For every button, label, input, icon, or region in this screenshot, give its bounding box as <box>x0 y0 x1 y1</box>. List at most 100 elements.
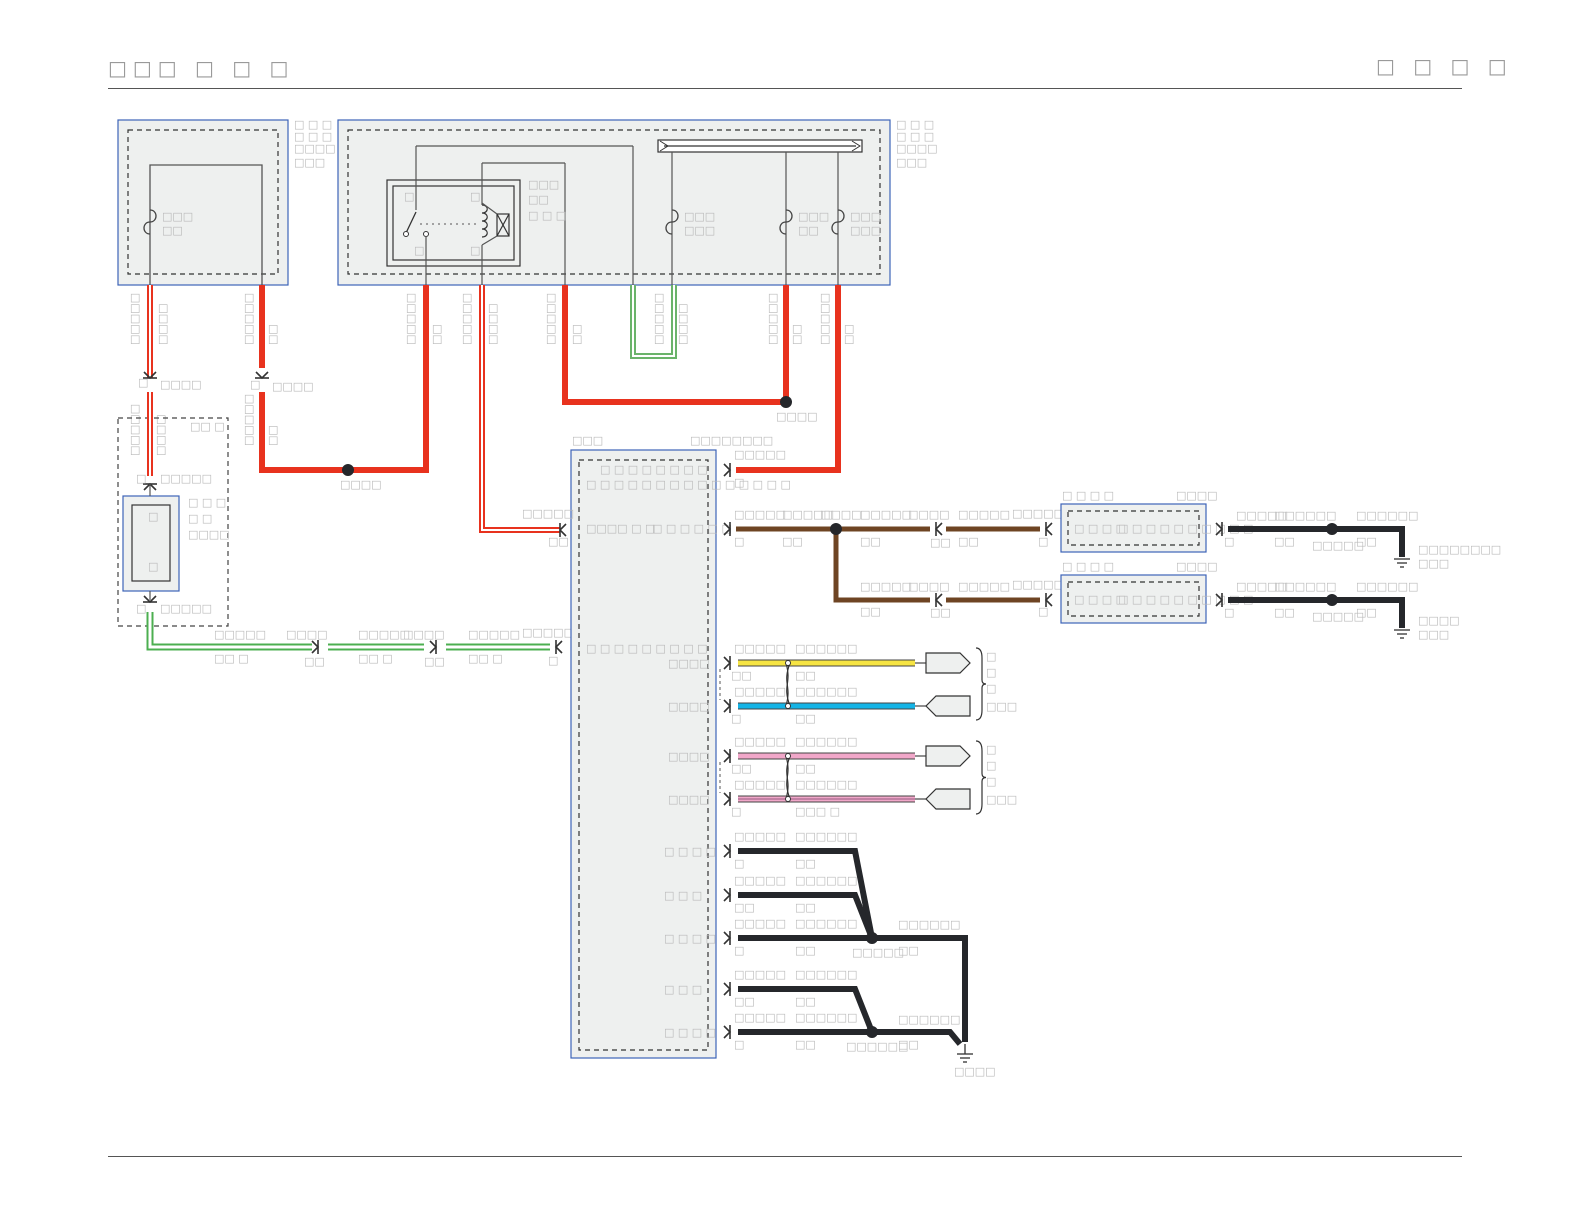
wire-label-v-6: □□□□□ <box>460 293 473 345</box>
tp-wire-label-1: □□□□□ <box>734 685 786 698</box>
relay-label-1: □□□ <box>528 178 559 191</box>
gnd-wire-label-3: □□□□□ <box>734 968 786 981</box>
wire-power-3 <box>562 285 789 405</box>
module-b-pins: □ □ □ □ <box>1074 593 1126 606</box>
tp-terminal-2 <box>925 745 971 767</box>
fuse-box-1 <box>117 119 289 286</box>
fuse-box-2-title-1: □ □ □ <box>896 118 934 131</box>
sensor-label-3: □□□□ <box>188 528 230 541</box>
trunk-label-3: □□□□□□ <box>898 1013 960 1026</box>
green-label-1: □□□□ <box>286 628 328 641</box>
fuse-1-icon <box>143 209 157 235</box>
conn-mod-a-in <box>1044 522 1053 536</box>
conn-brown-b <box>934 593 943 607</box>
gnd-wire-label-1: □□□□□ <box>734 874 786 887</box>
speaker-label-0-3: □ <box>986 682 996 695</box>
green-label-4: □□□□□ <box>468 628 520 641</box>
gnd-wire-code-0: □□□□□□ <box>795 830 857 843</box>
gnd-wire-code-3: □□□□□□ <box>795 968 857 981</box>
cm-pin-label-3: □□□□ □ □ <box>586 522 655 535</box>
green-label-3: □□□□ <box>403 628 445 641</box>
fuse-4-sub: □□□ <box>850 224 881 237</box>
wire-label-v-3: □□ <box>266 324 279 345</box>
gnd-wire-gauge-2: □□ <box>795 944 816 957</box>
relay-outer <box>386 179 521 267</box>
conn-pwr-pin: □ <box>734 476 744 489</box>
gnd-label-a-2: □□□□□□ <box>1274 509 1336 522</box>
tp-wire-label-0: □□□□□ <box>734 642 786 655</box>
relay-coil-j1 <box>481 202 498 215</box>
wire-label-v-8: □□□□□ <box>544 293 557 345</box>
gnd-pin-label-2: □ □ □ □ <box>664 932 716 945</box>
control-module-inner <box>578 459 709 1051</box>
gnd-wire-gauge-0: □□ <box>795 857 816 870</box>
busbar-end-right <box>851 140 861 152</box>
relay-contact-1 <box>403 231 409 237</box>
green-label-10: □□ □ <box>468 652 503 665</box>
page-code: □ □ □ □ <box>1376 54 1513 78</box>
fuse-2-icon <box>665 209 679 235</box>
speaker-label-1-4: □□□ <box>986 793 1017 806</box>
green-label-7: □□ <box>304 655 325 668</box>
wire-gnd-1 <box>738 892 875 940</box>
conn-c1-pin: □ <box>138 376 148 389</box>
brown-label-12: □□□□□ <box>860 580 912 593</box>
fuse-2-sub: □□□ <box>684 224 715 237</box>
tp-pin-label-3: □□□□ <box>668 793 710 806</box>
sensor-pin-1: □ <box>148 510 158 523</box>
control-module-code: □□□□□□□□ <box>690 434 773 447</box>
twist-0-bot <box>785 703 791 709</box>
cm-pin-label-2: □ □ □ □ □ □ □ □ □ □ □ □ □ □ □ <box>586 478 791 491</box>
speaker-brace-0 <box>975 647 987 721</box>
gnd-label-b-5: □□ <box>1274 606 1295 619</box>
fuse-box-1-title-3: □□□□ <box>294 142 336 155</box>
busbar-end-left <box>659 140 669 152</box>
tp-pin-label-0: □□□□ <box>668 657 710 670</box>
brown-label-11: □ <box>1038 535 1048 548</box>
gnd-wire-pin-1: □□ <box>734 901 755 914</box>
gnd-wire-label-0: □□□□□ <box>734 830 786 843</box>
relay-diode-x2 <box>496 213 510 237</box>
gnd-label-b-2: □□□□□□ <box>1274 580 1336 593</box>
gnd-wire-gauge-3: □□ <box>795 995 816 1008</box>
wire-brown-2 <box>833 529 930 603</box>
twist-1-b <box>785 755 791 800</box>
tp-gauge-3: □□□ □ <box>795 805 840 818</box>
tp-terminal-3 <box>925 788 971 810</box>
wire-label-v-19: □□ <box>266 425 279 446</box>
speaker-label-0-2: □ <box>986 666 996 679</box>
conn-c2-name: □□□□ <box>272 380 314 393</box>
brown-label-9: □□ <box>958 535 979 548</box>
green-label-0: □□□□□ <box>214 628 266 641</box>
gnd-wire-code-4: □□□□□□ <box>795 1011 857 1024</box>
wire-label-v-13: □□ <box>790 324 803 345</box>
wire-label-v-7: □□□□ <box>486 303 499 345</box>
module-a-inner <box>1067 510 1200 546</box>
tp-gauge-2: □□ <box>795 762 816 775</box>
splice-gnd-2 <box>866 1026 878 1038</box>
fuse-box-1-title-1: □ □ □ <box>294 118 332 131</box>
header-rule <box>108 88 1462 89</box>
trunk-label-4: □□ <box>898 1038 919 1051</box>
fuse-box-1-trace <box>149 164 263 285</box>
speaker-label-0-1: □ <box>986 650 996 663</box>
relay-label-2: □□ <box>528 193 549 206</box>
relay-pin-1: □ <box>404 190 414 203</box>
brown-label-5: □□ <box>860 535 881 548</box>
conn-c4-pin: □ <box>136 602 146 615</box>
tp-terminal-0 <box>925 652 971 674</box>
brown-label-4: □□□□□ <box>860 508 912 521</box>
conn-brown-a <box>934 522 943 536</box>
wire-green-1-inner <box>148 612 312 649</box>
fuse-3-sub: □□ <box>798 224 819 237</box>
gnd-pin-label-1: □ □ □ <box>664 889 702 902</box>
ground-main-label: □□□□ <box>954 1065 996 1078</box>
relay-contact-2 <box>423 231 429 237</box>
splice-2-label: □□□□ <box>776 410 818 423</box>
speaker-label-1-1: □ <box>986 743 996 756</box>
wire-gnd-mod-b <box>1228 597 1405 628</box>
gnd-point-a-1: □□□□□□□□ <box>1418 543 1501 556</box>
gnd-wire-code-2: □□□□□□ <box>795 917 857 930</box>
wire-label-v-2: □□□□□ <box>242 293 255 345</box>
